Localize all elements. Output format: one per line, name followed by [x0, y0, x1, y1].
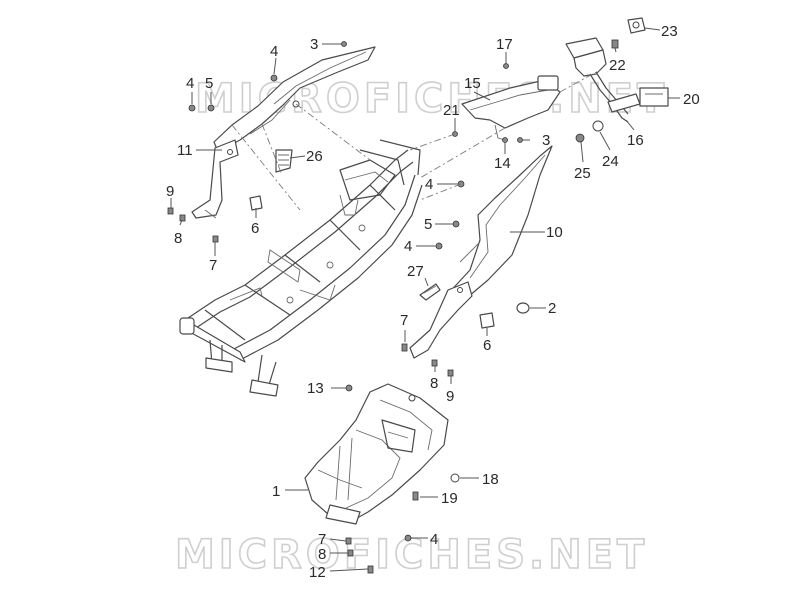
- callout-4: 4: [430, 531, 438, 548]
- callout-1: 1: [272, 483, 280, 500]
- callout-17: 17: [496, 36, 513, 53]
- callout-2: 2: [548, 300, 556, 317]
- callout-9: 9: [446, 388, 454, 405]
- part-27-clip: [419, 283, 441, 301]
- callout-7: 7: [209, 257, 217, 274]
- part-6-clip-right: [479, 312, 495, 329]
- callout-4: 4: [186, 75, 194, 92]
- callout-6: 6: [483, 337, 491, 354]
- part-6-clip-left: [249, 195, 263, 211]
- callout-5: 5: [424, 216, 432, 233]
- callout-leaders: [170, 27, 680, 572]
- callout-19: 19: [441, 490, 458, 507]
- callout-14: 14: [494, 155, 511, 172]
- callout-12: 12: [309, 564, 326, 581]
- reflector-plate-20: [639, 87, 669, 107]
- callout-13: 13: [307, 380, 324, 397]
- tail-light-assembly: [565, 17, 646, 123]
- callout-26: 26: [306, 148, 323, 165]
- part-24-washer: [592, 120, 604, 132]
- callout-10: 10: [546, 224, 563, 241]
- callout-25: 25: [574, 165, 591, 182]
- callout-8: 8: [318, 546, 326, 563]
- callout-24: 24: [602, 153, 619, 170]
- callout-16: 16: [627, 132, 644, 149]
- callout-7: 7: [400, 312, 408, 329]
- callout-22: 22: [609, 57, 626, 74]
- left-mount-bracket: [191, 139, 239, 219]
- callout-labels: 4 3 4 5 11 26 9 8 6 7 17 15 21 14 3 4 5 …: [166, 23, 700, 581]
- part-2-grommet: [516, 302, 530, 314]
- callout-3: 3: [542, 132, 550, 149]
- callout-21: 21: [443, 102, 460, 119]
- part-26-clip: [275, 149, 293, 173]
- callout-23: 23: [661, 23, 678, 40]
- part-25-nut: [575, 133, 585, 143]
- callout-5: 5: [205, 75, 213, 92]
- callout-8: 8: [174, 230, 182, 247]
- callout-15: 15: [464, 75, 481, 92]
- callout-6: 6: [251, 220, 259, 237]
- callout-18: 18: [482, 471, 499, 488]
- callout-7: 7: [318, 531, 326, 548]
- under-tray: [304, 383, 449, 525]
- callout-20: 20: [683, 91, 700, 108]
- callout-4: 4: [425, 176, 433, 193]
- callout-9: 9: [166, 183, 174, 200]
- rear-frame: [179, 139, 423, 397]
- callout-3: 3: [310, 36, 318, 53]
- callout-4: 4: [404, 238, 412, 255]
- watermark-bottom: MICROFICHES.NET: [175, 532, 648, 578]
- callout-4: 4: [270, 43, 278, 60]
- assembly-lines: [231, 69, 601, 211]
- callout-27: 27: [407, 263, 424, 280]
- callout-11: 11: [177, 142, 193, 159]
- right-mount-bracket: [409, 281, 473, 359]
- callout-8: 8: [430, 375, 438, 392]
